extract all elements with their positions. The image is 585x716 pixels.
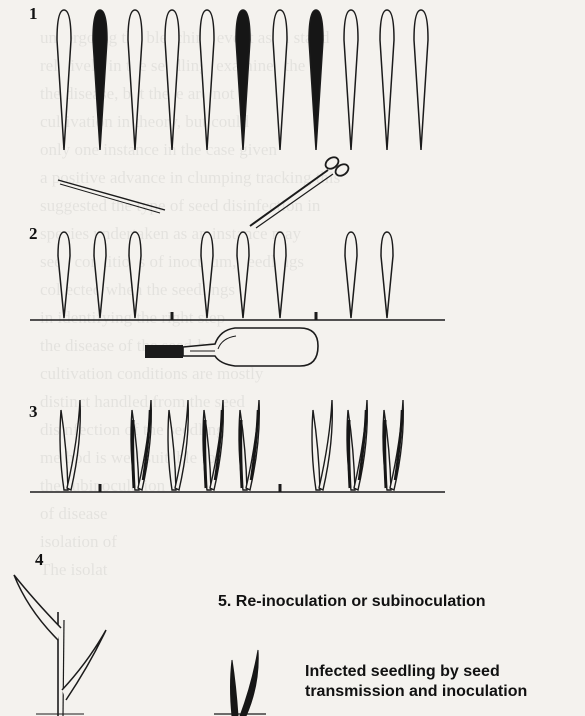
- healthy-coleoptile: [128, 10, 142, 150]
- healthy-coleoptile: [237, 232, 249, 318]
- step-number-4: 4: [35, 550, 44, 570]
- healthy-seedling: [312, 400, 332, 490]
- infected-coleoptile: [236, 10, 250, 150]
- healthy-coleoptile: [129, 232, 141, 318]
- healthy-coleoptile: [58, 232, 70, 318]
- healthy-coleoptile: [201, 232, 213, 318]
- healthy-coleoptile: [414, 10, 428, 150]
- reinoculation-caption: 5. Re-inoculation or subinoculation: [218, 592, 486, 612]
- infected-seedling: [383, 400, 403, 490]
- panel4-healthy-seedling: [14, 575, 106, 716]
- step-number-2: 2: [29, 224, 38, 244]
- healthy-coleoptile: [274, 232, 286, 318]
- healthy-coleoptile: [381, 232, 393, 318]
- step-number-3: 3: [29, 402, 38, 422]
- dropper-bottle-icon: [145, 328, 318, 366]
- healthy-coleoptile: [345, 232, 357, 318]
- healthy-coleoptile: [57, 10, 71, 150]
- infected-coleoptile: [309, 10, 323, 150]
- healthy-coleoptile: [273, 10, 287, 150]
- infected-coleoptile: [93, 10, 107, 150]
- infected-seedling: [239, 400, 259, 490]
- healthy-coleoptile: [380, 10, 394, 150]
- infected-caption-line2: transmission and inoculation: [305, 682, 527, 702]
- dissecting-needle-icon: [58, 180, 165, 213]
- scissors-icon: [250, 155, 351, 228]
- row3-seedlings: [30, 400, 445, 492]
- step-number-1: 1: [29, 4, 38, 24]
- infected-seedling: [131, 400, 151, 490]
- healthy-coleoptile: [344, 10, 358, 150]
- infected-seedling: [347, 400, 367, 490]
- panel5-infected-seedling: [214, 650, 266, 716]
- healthy-coleoptile: [94, 232, 106, 318]
- healthy-coleoptile: [165, 10, 179, 150]
- healthy-seedling: [168, 400, 188, 490]
- row1-seedlings: [57, 10, 428, 150]
- infected-seedling: [203, 400, 223, 490]
- infected-caption-line1: Infected seedling by seed: [305, 662, 500, 682]
- healthy-coleoptile: [200, 10, 214, 150]
- row2-seedlings: [30, 232, 445, 320]
- healthy-seedling: [60, 400, 80, 490]
